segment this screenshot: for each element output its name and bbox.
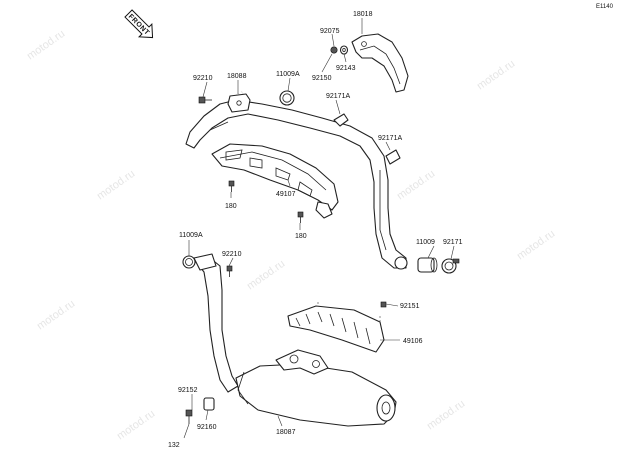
watermark-text: motod.ru xyxy=(95,168,137,203)
label-18018: 18018 xyxy=(353,11,373,18)
gasket-11009a-upper xyxy=(279,90,295,106)
label-92143: 92143 xyxy=(336,65,356,72)
watermark-text: motod.ru xyxy=(115,408,157,443)
watermark-text: motod.ru xyxy=(475,58,517,93)
label-92210-lower: 92210 xyxy=(222,251,242,258)
bolt-92150 xyxy=(330,46,338,54)
label-92210-upper: 92210 xyxy=(193,75,213,82)
label-49106: 49106 xyxy=(403,338,423,345)
label-92160: 92160 xyxy=(197,424,217,431)
bolt-132 xyxy=(185,409,193,424)
watermark-text: motod.ru xyxy=(245,258,287,293)
diagram-ref-code: E1140 xyxy=(596,4,614,10)
label-92152: 92152 xyxy=(178,387,198,394)
watermark-text: motod.ru xyxy=(425,398,467,433)
muffler-18087 xyxy=(193,253,397,427)
label-180-left: 180 xyxy=(225,203,237,210)
gasket-11009a-lower xyxy=(182,255,196,269)
watermark-text: motod.ru xyxy=(515,228,557,263)
label-49107: 49107 xyxy=(276,191,296,198)
label-18088: 18088 xyxy=(227,73,247,80)
watermark-text: motod.ru xyxy=(395,168,437,203)
heat-shield-49107 xyxy=(211,143,339,219)
leader-lines xyxy=(183,18,455,439)
bolt-92210-lower xyxy=(226,265,233,277)
label-11009: 11009 xyxy=(416,239,435,246)
label-18087: 18087 xyxy=(276,429,296,436)
label-92171a-lower: 92171A xyxy=(378,135,402,142)
watermark-text: motod.ru xyxy=(35,298,77,333)
clamp-92171a-upper xyxy=(333,113,349,127)
screw-180-right xyxy=(297,211,304,223)
clamp-92171 xyxy=(441,258,460,274)
label-92171: 92171 xyxy=(443,239,463,246)
washer-92143 xyxy=(339,45,349,55)
front-direction-badge: FRONT xyxy=(124,9,154,39)
clamp-92171a-lower xyxy=(385,149,401,165)
label-92171a-upper: 92171A xyxy=(326,93,350,100)
screw-92151 xyxy=(380,301,387,308)
screw-180-left xyxy=(228,180,235,192)
heat-guard-18018 xyxy=(351,33,409,93)
label-11009a-upper: 11009A xyxy=(276,71,300,78)
watermark-text: motod.ru xyxy=(25,28,67,63)
label-11009a-lower: 11009A xyxy=(179,232,203,239)
heat-shield-49106 xyxy=(287,300,385,353)
label-92150: 92150 xyxy=(312,75,332,82)
label-180-right: 180 xyxy=(295,233,307,240)
grommet-92160 xyxy=(203,397,215,411)
gasket-11009 xyxy=(417,257,438,273)
label-92075: 92075 xyxy=(320,28,340,35)
exhaust-pipe-18088 xyxy=(185,93,408,270)
bolt-92210-upper xyxy=(198,96,212,104)
label-132: 132 xyxy=(168,442,180,449)
part-labels: 18018 92075 92143 92150 92210 18088 1100… xyxy=(168,11,463,449)
label-92151: 92151 xyxy=(400,303,420,310)
